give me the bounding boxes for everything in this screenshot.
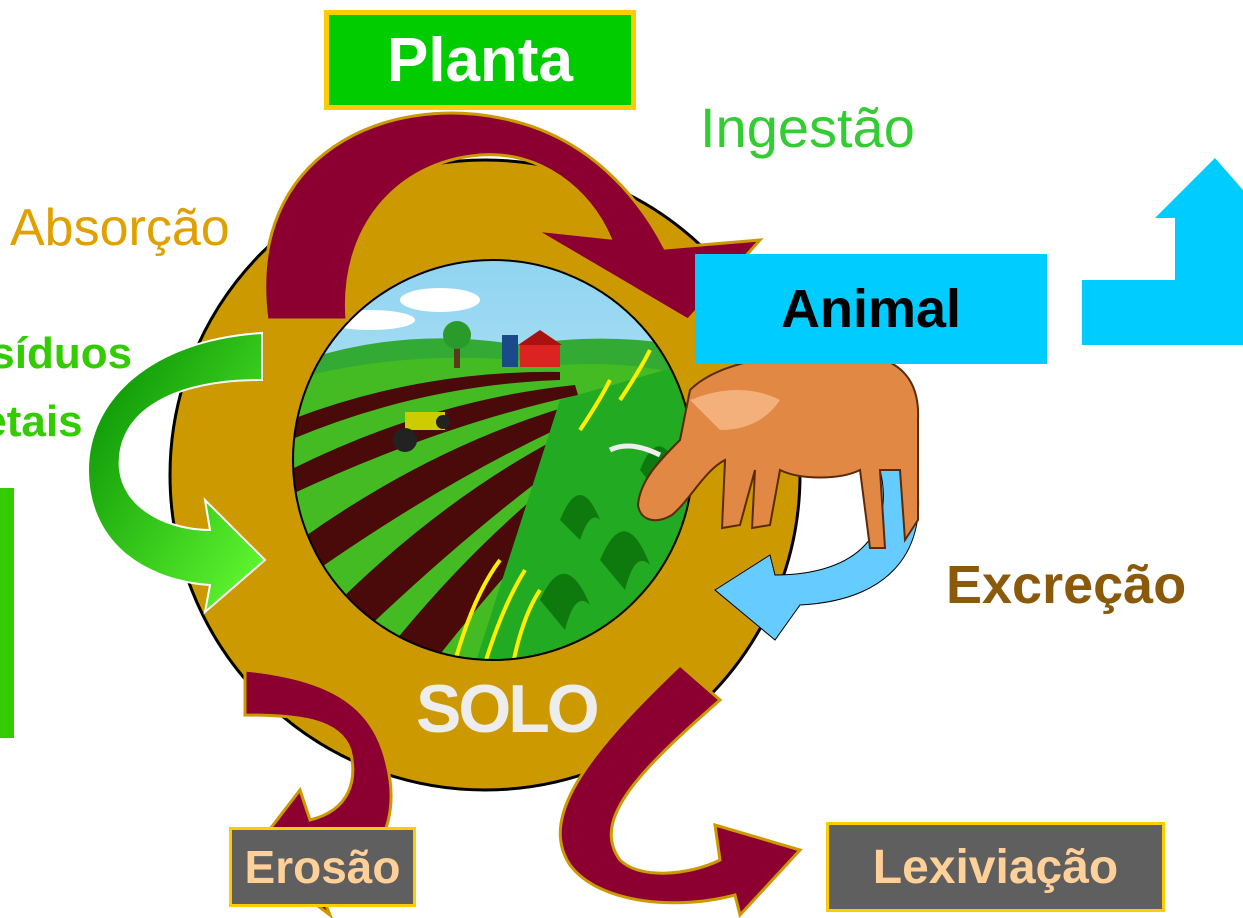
animal-output-arrow — [1082, 158, 1243, 345]
barn-icon — [502, 330, 562, 367]
animal-label: Animal — [780, 279, 962, 339]
absorcao-label: Absorção — [10, 199, 230, 257]
tractor-icon — [393, 412, 450, 452]
absorption-ingestion-arrow — [263, 111, 764, 322]
ingestao-label: Ingestão — [700, 96, 915, 159]
grazing-cow-illustration — [608, 352, 920, 549]
left-edge-bar — [0, 488, 14, 738]
excrecao-label: Excreção — [946, 555, 1187, 615]
planta-node: Planta — [324, 10, 636, 110]
lexiviacao-node: Lexiviação — [826, 822, 1165, 912]
solo-label: SOLO — [416, 671, 600, 747]
erosao-node: Erosão — [229, 827, 416, 907]
erosao-label: Erosão — [244, 841, 401, 893]
animal-node: Animal — [695, 254, 1047, 364]
farm-field-illustration — [293, 260, 693, 660]
leaching-arrow — [558, 662, 803, 918]
residuos-label-line2: Vegetais — [0, 397, 83, 446]
lexiviacao-label: Lexiviação — [872, 840, 1119, 894]
planta-label: Planta — [386, 25, 574, 95]
residuos-label-line1: Resíduos — [0, 329, 133, 378]
tree-icon — [443, 321, 471, 368]
plant-residue-arrow — [86, 331, 267, 615]
